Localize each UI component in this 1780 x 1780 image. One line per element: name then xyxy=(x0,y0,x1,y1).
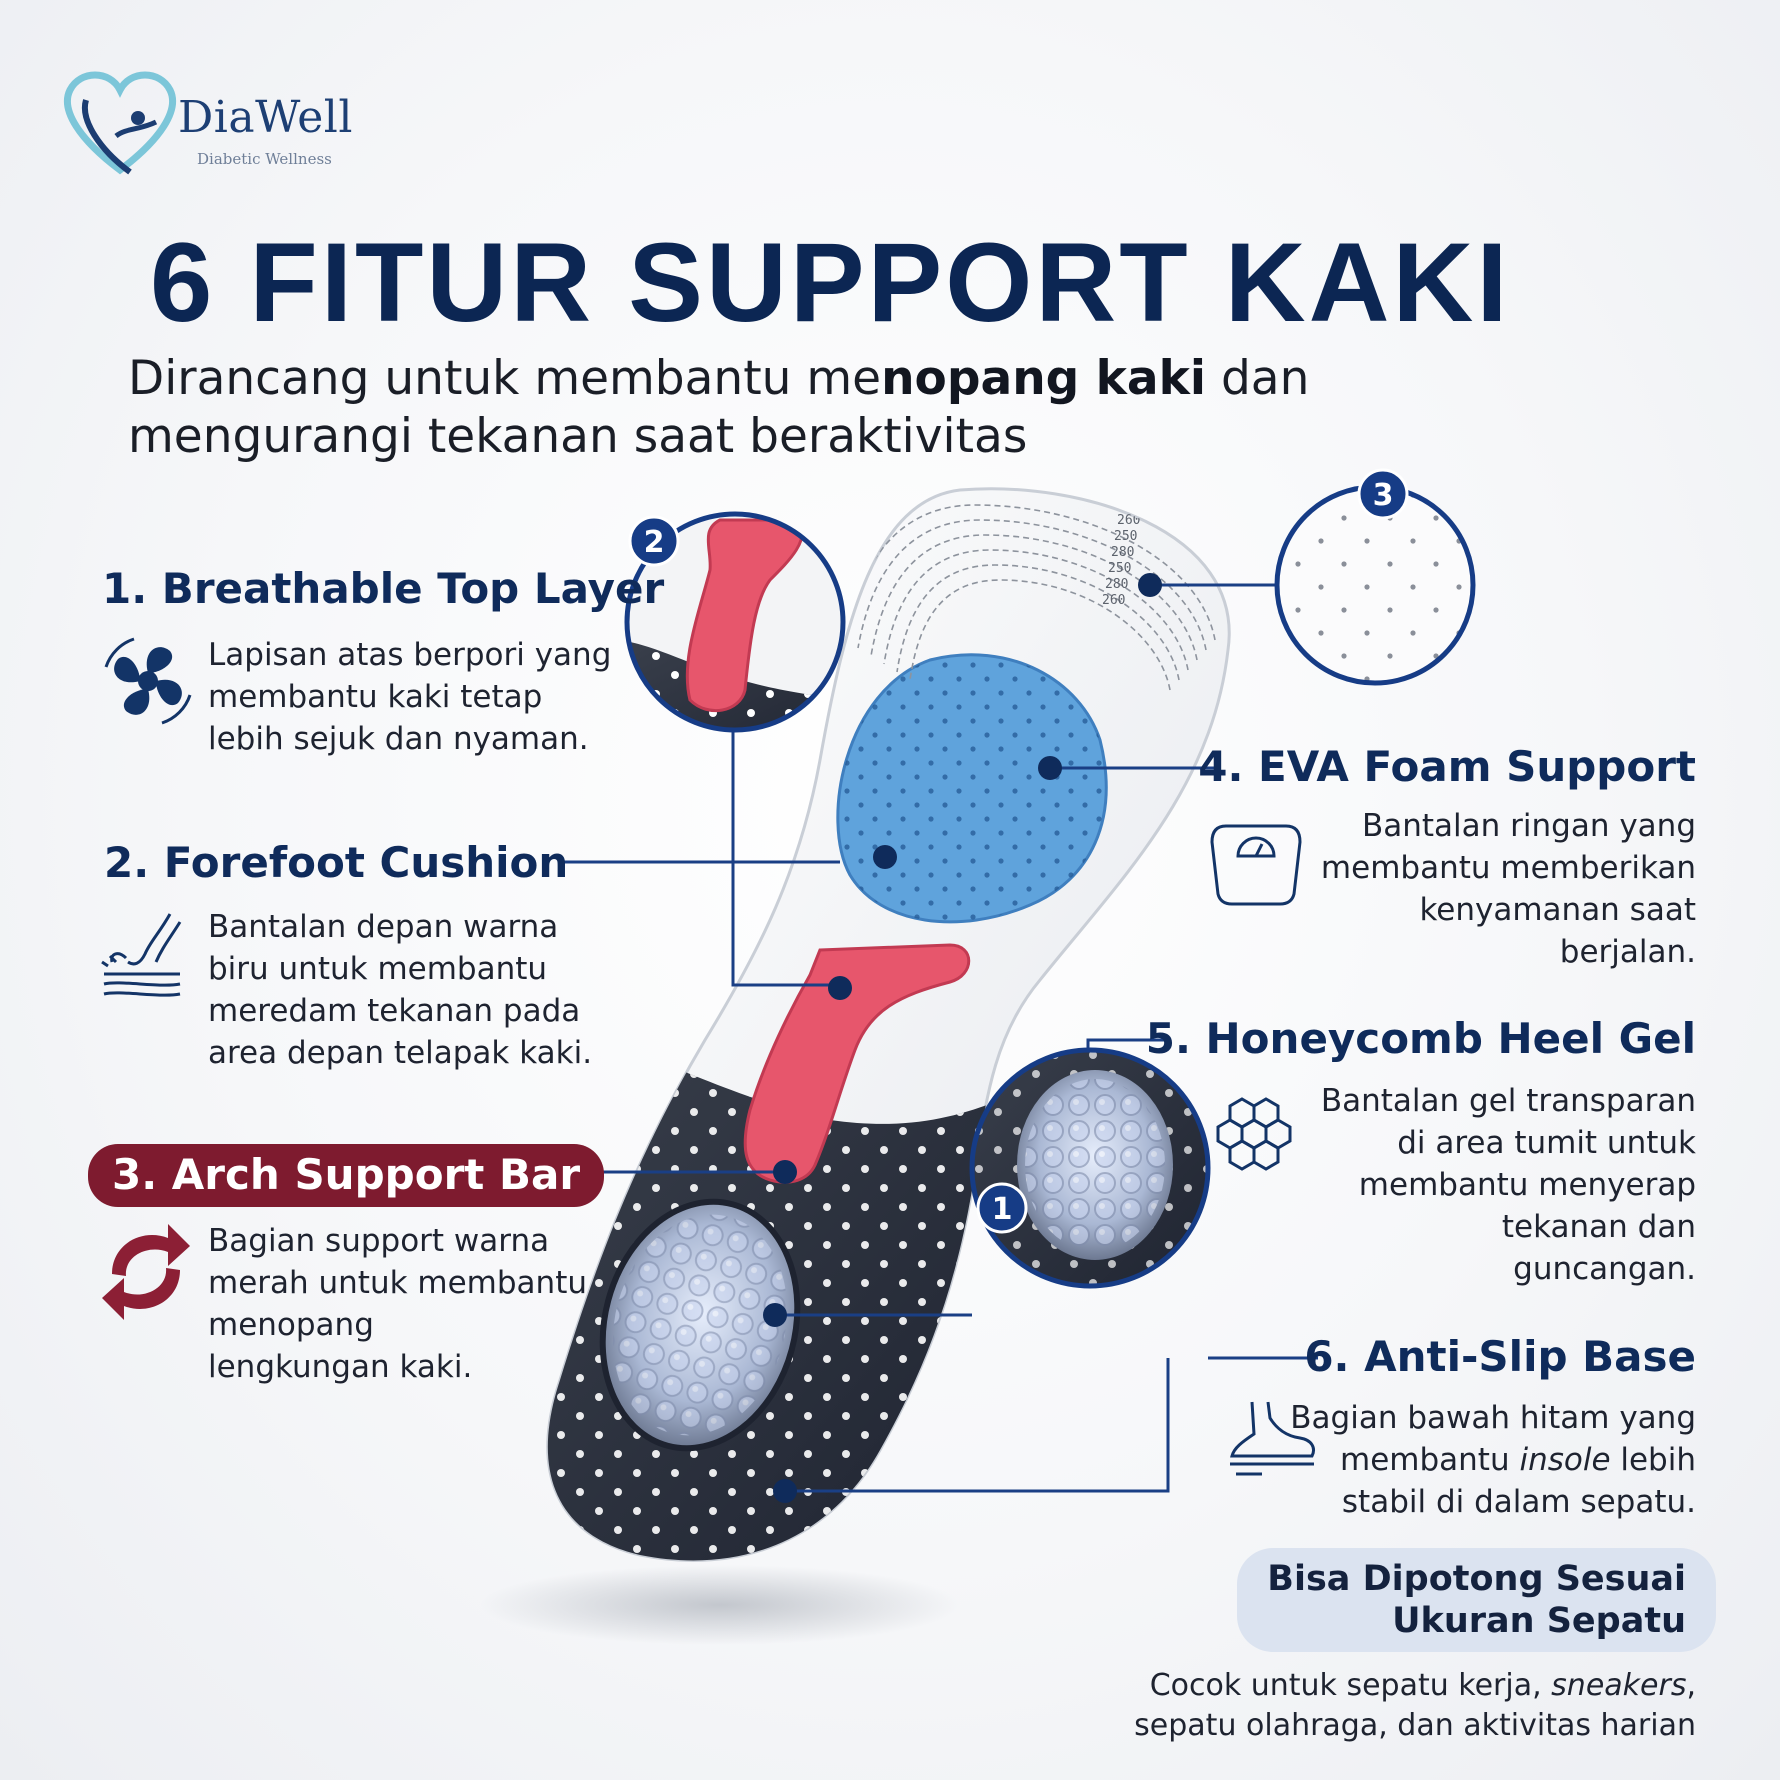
desc-text: membantu xyxy=(1340,1442,1520,1478)
feature-6-title: 6. Anti-Slip Base xyxy=(1304,1332,1696,1381)
badge-3: 3 xyxy=(1357,468,1409,520)
floor-shadow xyxy=(480,1565,960,1645)
honeycomb-icon xyxy=(1216,1097,1292,1171)
subtitle: Dirancang untuk membantu menopang kaki d… xyxy=(128,350,1309,466)
feature-4-desc: Bantalan ringan yang membantu memberikan… xyxy=(1276,805,1696,973)
desc-line: menopang xyxy=(208,1307,374,1343)
desc-line: Bagian support warna xyxy=(208,1223,550,1259)
size-mark: 250 xyxy=(1114,529,1137,544)
desc-line: membantu memberikan xyxy=(1320,850,1696,886)
desc-line: stabil di dalam sepatu. xyxy=(1341,1484,1696,1520)
fan-icon xyxy=(104,637,192,725)
brand-name: DiaWell xyxy=(178,92,353,143)
desc-line: merah untuk membantu xyxy=(208,1265,588,1301)
desc-line: guncangan. xyxy=(1513,1251,1696,1287)
size-mark: 260 xyxy=(1102,593,1125,608)
desc-line: Bantalan ringan yang xyxy=(1361,808,1696,844)
brand-tagline: Diabetic Wellness xyxy=(197,150,332,168)
svg-text:2: 2 xyxy=(644,525,665,560)
subtitle-text: Dirancang untuk membantu me xyxy=(128,351,882,406)
badge-line: Bisa Dipotong Sesuai xyxy=(1267,1559,1686,1599)
feature-5-title: 5. Honeycomb Heel Gel xyxy=(1145,1014,1696,1063)
zoom-badges: 1 2 3 xyxy=(628,468,1409,1234)
size-mark: 280 xyxy=(1111,545,1134,560)
desc-line: lebih sejuk dan nyaman. xyxy=(208,721,589,757)
leader-lines xyxy=(560,583,1318,1493)
desc-line: Bagian bawah hitam yang xyxy=(1290,1400,1696,1436)
desc-line: tekanan dan xyxy=(1501,1209,1696,1245)
footer-line-2: sepatu olahraga, dan aktivitas harian xyxy=(1134,1708,1696,1743)
footer-note: Cocok untuk sepatu kerja, sneakers, sepa… xyxy=(1134,1666,1696,1746)
size-trim-lines xyxy=(844,504,1216,691)
feature-4-title: 4. EVA Foam Support xyxy=(1198,742,1696,791)
feature-1-desc: Lapisan atas berpori yang membantu kaki … xyxy=(208,634,628,760)
desc-line: membantu insole lebih xyxy=(1236,1439,1696,1481)
page-title: 6 FITUR SUPPORT KAKI xyxy=(150,220,1511,345)
size-mark: 260 xyxy=(1117,513,1140,528)
refresh-arrows-icon xyxy=(102,1224,190,1320)
desc-line: meredam tekanan pada xyxy=(208,993,581,1029)
leader-dots xyxy=(763,573,1162,1503)
zoom-circle-heel-gel xyxy=(969,1047,1211,1289)
feature-2-title: 2. Forefoot Cushion xyxy=(104,838,569,887)
footer-text-end: , xyxy=(1686,1668,1696,1703)
badge-line: Ukuran Sepatu xyxy=(1392,1601,1686,1641)
desc-line: Bantalan depan warna xyxy=(208,909,559,945)
desc-line: area depan telapak kaki. xyxy=(208,1035,593,1071)
desc-line: lengkungan kaki. xyxy=(208,1349,473,1385)
desc-line: kenyamanan saat xyxy=(1419,892,1696,928)
desc-line: Bantalan gel transparan xyxy=(1320,1083,1696,1119)
scale-icon xyxy=(1210,824,1302,906)
feature-1-title: 1. Breathable Top Layer xyxy=(102,564,665,613)
hand-press-icon xyxy=(101,913,182,997)
feature-5-desc: Bantalan gel transparan di area tumit un… xyxy=(1276,1080,1696,1290)
subtitle-bold: nopang kaki xyxy=(881,351,1207,406)
size-mark: 280 xyxy=(1105,577,1128,592)
badge-2: 2 xyxy=(628,515,680,567)
size-mark: 270 xyxy=(1120,497,1143,512)
feature-6-desc: Bagian bawah hitam yang membantu insole … xyxy=(1236,1397,1696,1523)
subtitle-line-1: Dirancang untuk membantu menopang kaki d… xyxy=(128,350,1309,408)
svg-text:1: 1 xyxy=(992,1192,1013,1227)
desc-line: membantu kaki tetap xyxy=(208,679,543,715)
desc-line: biru untuk membantu xyxy=(208,951,548,987)
desc-italic: insole xyxy=(1519,1442,1611,1478)
desc-line: Lapisan atas berpori yang xyxy=(208,637,612,673)
desc-text-end: lebih xyxy=(1610,1442,1696,1478)
desc-line: membantu menyerap xyxy=(1358,1167,1696,1203)
footer-text: Cocok untuk sepatu kerja, xyxy=(1149,1668,1552,1703)
footer-italic: sneakers xyxy=(1551,1668,1687,1703)
desc-line: di area tumit untuk xyxy=(1397,1125,1696,1161)
feature-2-desc: Bantalan depan warna biru untuk membantu… xyxy=(208,906,628,1074)
zoom-circle-pores xyxy=(1274,484,1476,686)
badge-1: 1 xyxy=(976,1182,1028,1234)
subtitle-text-end: dan xyxy=(1206,351,1310,406)
feature-3-desc: Bagian support warna merah untuk membant… xyxy=(208,1220,628,1388)
size-mark: 250 xyxy=(1108,561,1131,576)
footer-line-1: Cocok untuk sepatu kerja, sneakers, xyxy=(1134,1666,1696,1706)
zoom-circle-arch xyxy=(624,511,846,733)
shoe-icon xyxy=(1230,1401,1315,1476)
svg-text:3: 3 xyxy=(1373,478,1394,513)
subtitle-line-2: mengurangi tekanan saat beraktivitas xyxy=(128,409,1028,464)
logo-heart-icon xyxy=(63,71,177,175)
arch-support-bar xyxy=(743,943,971,1184)
feature-3-title: 3. Arch Support Bar xyxy=(88,1144,605,1207)
desc-line: berjalan. xyxy=(1559,934,1696,970)
cut-to-size-badge: Bisa Dipotong Sesuai Ukuran Sepatu xyxy=(1237,1548,1716,1652)
